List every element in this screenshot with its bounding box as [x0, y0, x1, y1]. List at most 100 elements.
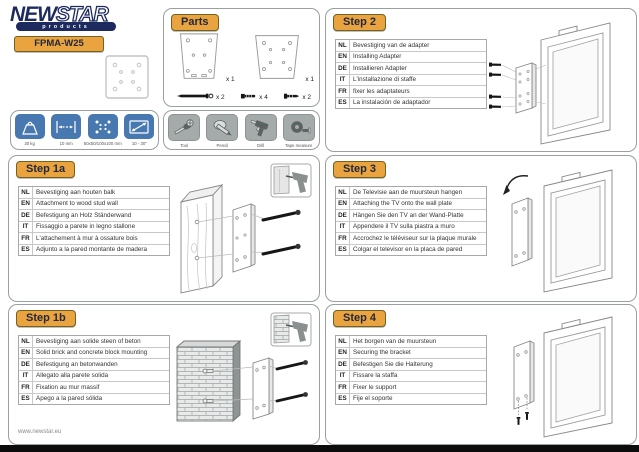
- part-anchor-screw: x 2: [283, 91, 311, 101]
- drill-icon: [244, 114, 277, 141]
- language-code: IT: [19, 221, 33, 232]
- instruction-text: Fissare la staffa: [353, 372, 398, 380]
- tool-tape-measure: Tape measure: [281, 114, 317, 148]
- monitor-drawing: [543, 316, 613, 438]
- spec-vesa-pattern: 50x50/100x100 mm: [84, 114, 122, 146]
- language-code: ES: [336, 244, 350, 255]
- weight-icon: [14, 114, 45, 139]
- step-4-badge: Step 4: [333, 310, 387, 327]
- wall-plate-drawing: [232, 203, 256, 273]
- language-code: ES: [336, 393, 350, 404]
- language-code: FR: [19, 382, 33, 393]
- tool-label: Pencil: [216, 142, 229, 148]
- tool-label: Tool: [180, 142, 189, 148]
- hang-arrow: [503, 175, 529, 195]
- alignment-guides: [501, 64, 547, 108]
- language-code: ES: [19, 244, 33, 255]
- step-3-illustration: [503, 169, 613, 293]
- tape-measure-icon: [282, 114, 315, 141]
- language-code: FR: [19, 233, 33, 244]
- instruction-text: De Televisie aan de muursteun hangen: [353, 188, 463, 196]
- step-3-badge: Step 3: [333, 161, 387, 178]
- wall-plugs: [202, 368, 214, 404]
- language-code: IT: [336, 74, 350, 85]
- language-code: EN: [19, 198, 33, 209]
- wall-plate-drawing: [513, 340, 535, 410]
- language-code: EN: [19, 347, 33, 358]
- step-2-badge: Step 2: [333, 14, 387, 31]
- logo-text-new: NEW: [10, 3, 57, 26]
- adapter-plate-drawing: [515, 62, 537, 114]
- adapter-plate-drawing: [255, 35, 300, 79]
- language-code: DE: [336, 210, 350, 221]
- model-badge: FPMA-W25: [14, 36, 104, 52]
- drill-inset: [270, 312, 312, 347]
- language-code: NL: [336, 336, 350, 347]
- language-code: DE: [19, 210, 33, 221]
- tools-panel: Tool Pencil: [163, 110, 320, 150]
- spec-label: 10 - 30": [131, 140, 147, 146]
- language-code: NL: [336, 40, 350, 51]
- tool-label: Drill: [256, 142, 265, 148]
- instruction-text: Fixation au mur massif: [36, 383, 100, 391]
- part-adapter-bolt: x 4: [240, 91, 268, 101]
- instruction-text: Installing Adapter: [353, 53, 402, 61]
- distance-icon: [51, 114, 82, 139]
- screwdriver-icon: [168, 114, 201, 141]
- instruction-text: La instalación de adaptador: [353, 99, 431, 107]
- specs-panel: 30 kg 10 mm: [10, 110, 159, 150]
- parts-badge: Parts: [171, 14, 219, 31]
- wall-plate-drawing: [252, 357, 274, 420]
- instruction-text: Bevestiging aan houten balk: [36, 188, 116, 196]
- language-code: EN: [336, 347, 350, 358]
- language-code: EN: [336, 51, 350, 62]
- tool-screwdriver: Tool: [166, 114, 202, 148]
- instruction-text: Attachment to wood stud wall: [36, 200, 118, 208]
- long-screw-drawing: [176, 93, 214, 99]
- part-long-screw: x 2: [176, 91, 225, 101]
- language-code: ES: [19, 393, 33, 404]
- instruction-text: Colgar el televisor en la placa de pared: [353, 246, 463, 254]
- locking-screws: [516, 412, 529, 425]
- instruction-text: Befestigen Sie die Halterung: [353, 360, 433, 368]
- instruction-text: Adjunto a la pared montante de madera: [36, 246, 147, 254]
- instruction-text: Bevestiging van de adapter: [353, 41, 430, 49]
- instruction-text: Bevestiging aan solide steen of beton: [36, 337, 141, 345]
- step-4-illustration: [513, 316, 613, 438]
- wood-grain: [186, 202, 208, 292]
- instruction-text: Befestigung an Holz Ständerwand: [36, 211, 132, 219]
- tool-label: Tape measure: [285, 142, 313, 148]
- instruction-text: Fije el soporte: [353, 395, 393, 403]
- spec-screen-size: 10 - 30": [121, 114, 157, 146]
- step-1a-illustration: [179, 163, 312, 294]
- monitor-drawing: [540, 22, 611, 145]
- language-code: IT: [336, 370, 350, 381]
- tool-pencil: Pencil: [204, 114, 240, 148]
- language-code: IT: [19, 370, 33, 381]
- wall-plate-drawing: [511, 197, 533, 267]
- adapter-bolts: [489, 62, 502, 109]
- screw-guides: [518, 398, 528, 415]
